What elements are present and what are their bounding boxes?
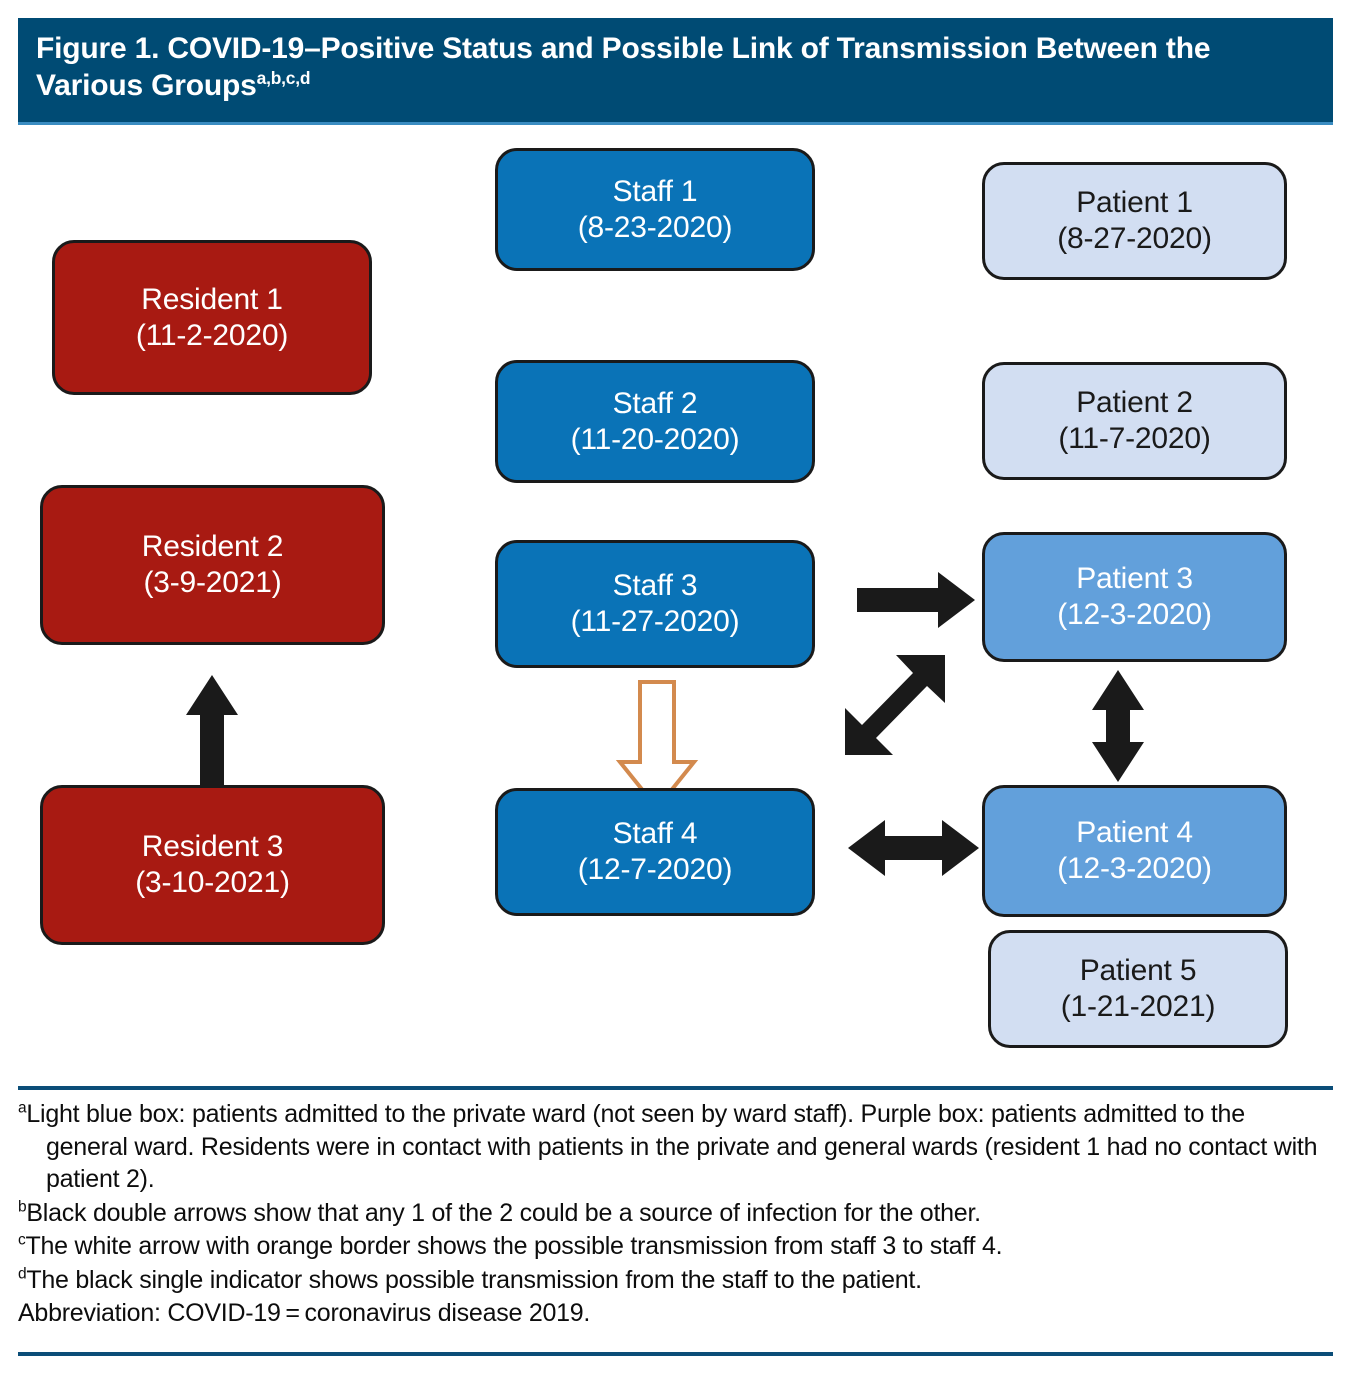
node-resident-2[interactable]: Resident 2 (3-9-2021) (40, 485, 385, 645)
footnote-b-text: Black double arrows show that any 1 of t… (26, 1198, 981, 1227)
node-date: (8-23-2020) (577, 210, 733, 244)
arrow-staff4-patient3-diagonal (845, 655, 945, 755)
figure-title: Figure 1. COVID-19–Positive Status and P… (36, 30, 1315, 104)
node-label: Resident 3 (141, 830, 284, 863)
node-date: (3-9-2021) (143, 566, 282, 599)
footnote-abbreviation: Abbreviation: COVID-19 = coronavirus dis… (18, 1299, 591, 1327)
node-resident-3[interactable]: Resident 3 (3-10-2021) (40, 785, 385, 945)
footnote-a-marker: a (18, 1099, 27, 1117)
node-patient-2[interactable]: Patient 2 (11-7-2020) (982, 362, 1287, 480)
node-staff-4[interactable]: Staff 4 (12-7-2020) (495, 788, 815, 916)
node-label: Patient 2 (1076, 386, 1193, 419)
node-date: (1-21-2021) (1060, 990, 1216, 1023)
node-date: (11-7-2020) (1058, 422, 1211, 455)
node-label: Resident 1 (141, 282, 283, 316)
footnote-b: bBlack double arrows show that any 1 of … (18, 1197, 1333, 1230)
node-date: (11-2-2020) (135, 318, 289, 352)
footnote-divider-bottom (18, 1352, 1333, 1356)
node-date: (12-3-2020) (1057, 852, 1212, 885)
node-date: (11-27-2020) (570, 605, 740, 638)
footnote-a: aLight blue box: patients admitted to th… (18, 1098, 1333, 1196)
node-label: Staff 1 (612, 174, 698, 208)
node-date: (11-20-2020) (570, 422, 740, 456)
footnote-c: cThe white arrow with orange border show… (18, 1230, 1333, 1263)
arrow-patient3-patient4 (1092, 670, 1144, 782)
footnote-divider-top (18, 1086, 1333, 1090)
transmission-diagram: Resident 1 (11-2-2020) Resident 2 (3-9-2… (0, 130, 1351, 1080)
footnote-d-marker: d (18, 1265, 27, 1283)
node-label: Patient 1 (1076, 186, 1193, 219)
node-date: (12-3-2020) (1057, 598, 1212, 631)
footnote-d-text: The black single indicator shows possibl… (26, 1265, 922, 1294)
node-label: Resident 2 (141, 530, 284, 563)
node-staff-2[interactable]: Staff 2 (11-20-2020) (495, 360, 815, 483)
node-patient-1[interactable]: Patient 1 (8-27-2020) (982, 162, 1287, 280)
header-underline (18, 122, 1333, 125)
node-date: (12-7-2020) (577, 853, 733, 886)
node-patient-5[interactable]: Patient 5 (1-21-2021) (988, 930, 1288, 1048)
footnotes: aLight blue box: patients admitted to th… (18, 1098, 1333, 1331)
arrow-staff3-patient3 (857, 572, 975, 628)
node-label: Patient 3 (1076, 562, 1193, 595)
footnote-b-marker: b (18, 1198, 27, 1216)
node-label: Staff 2 (612, 386, 698, 420)
node-resident-1[interactable]: Resident 1 (11-2-2020) (52, 240, 372, 395)
figure-header-bar: Figure 1. COVID-19–Positive Status and P… (18, 18, 1333, 122)
node-label: Staff 4 (612, 817, 698, 850)
node-label: Patient 4 (1076, 816, 1193, 849)
footnote-a-text: Light blue box: patients admitted to the… (26, 1100, 1318, 1193)
node-staff-1[interactable]: Staff 1 (8-23-2020) (495, 148, 815, 271)
node-label: Staff 3 (612, 569, 698, 602)
node-label: Patient 5 (1079, 954, 1197, 987)
node-date: (3-10-2021) (135, 866, 290, 899)
node-patient-3[interactable]: Patient 3 (12-3-2020) (982, 532, 1287, 662)
node-staff-3[interactable]: Staff 3 (11-27-2020) (495, 540, 815, 668)
node-patient-4[interactable]: Patient 4 (12-3-2020) (982, 785, 1287, 917)
figure-title-text: Figure 1. COVID-19–Positive Status and P… (36, 32, 1211, 103)
footnote-d: dThe black single indicator shows possib… (18, 1264, 1333, 1297)
footnote-c-text: The white arrow with orange border shows… (25, 1232, 1003, 1260)
figure-title-footnote-markers: a,b,c,d (256, 68, 311, 89)
node-date: (8-27-2020) (1057, 222, 1212, 255)
arrow-staff4-patient4 (848, 820, 979, 876)
footnote-c-marker: c (18, 1231, 26, 1249)
